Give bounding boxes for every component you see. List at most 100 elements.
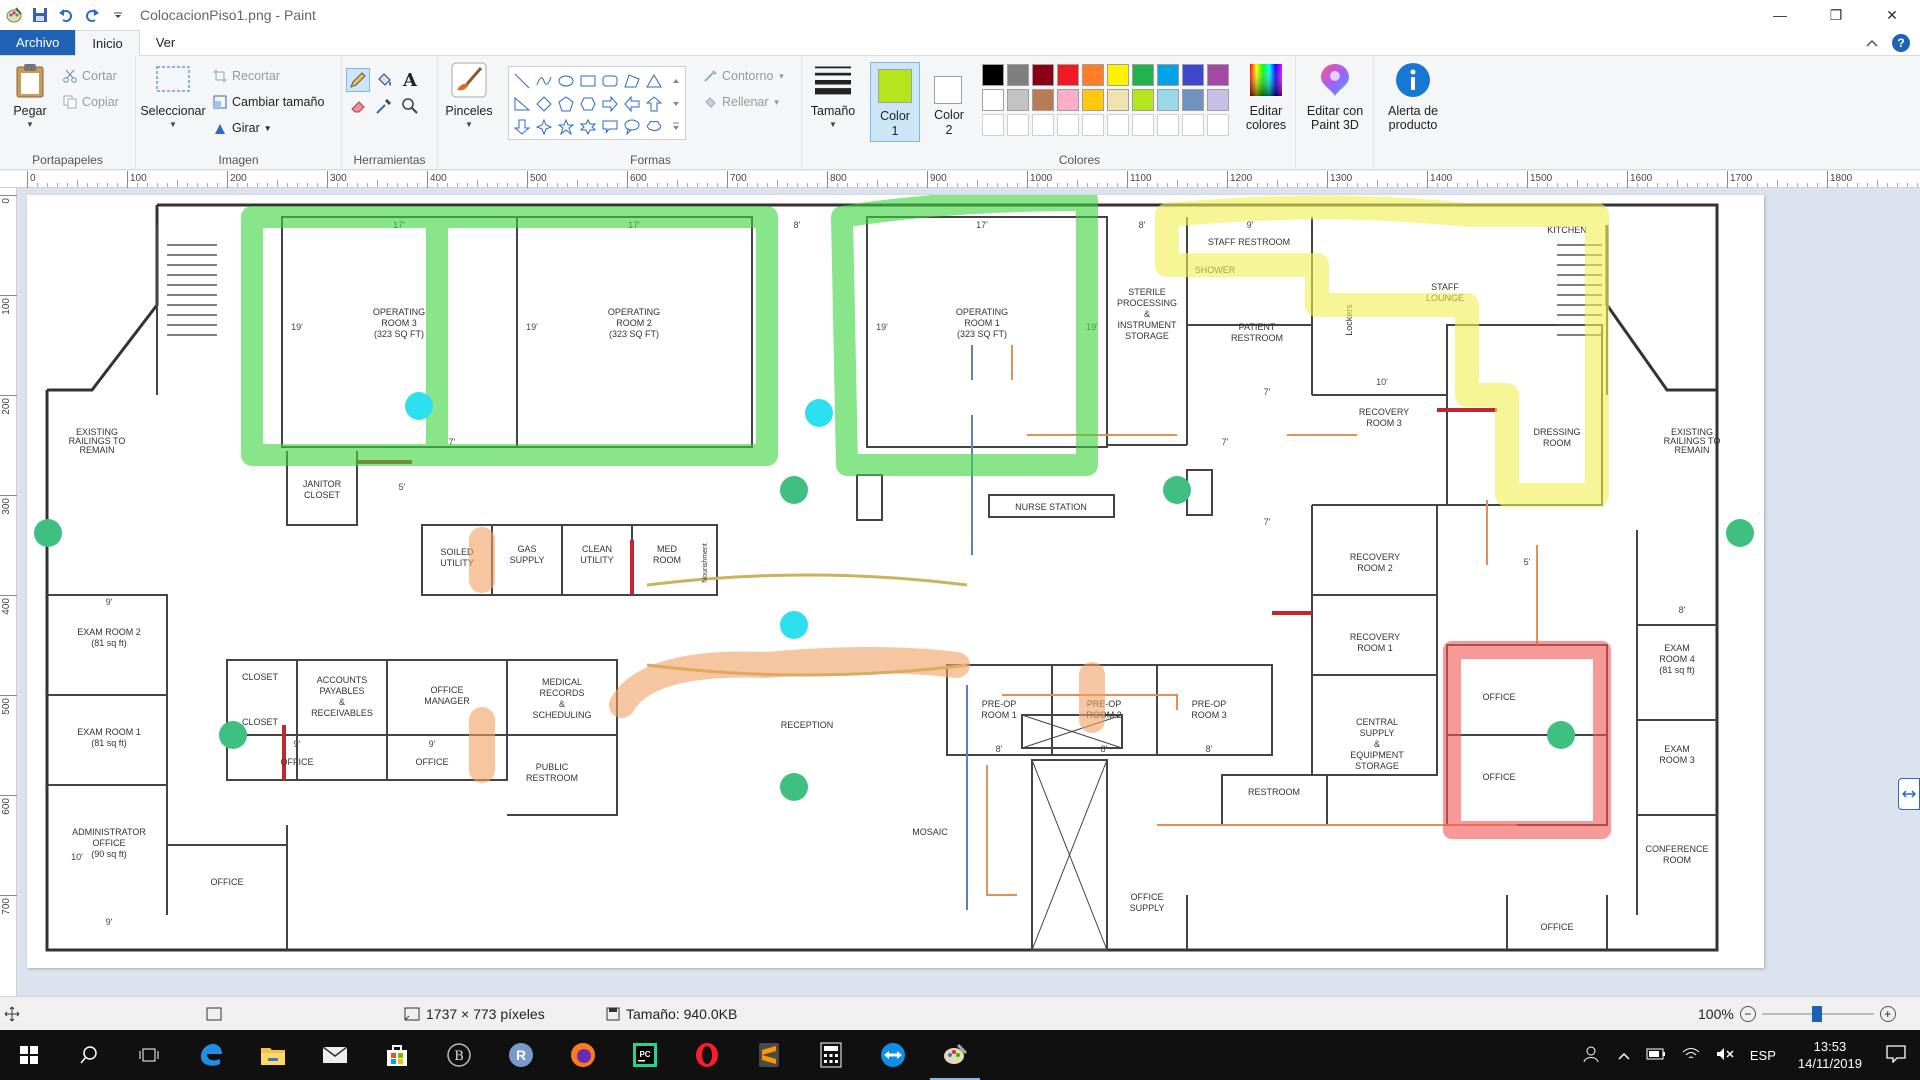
custom-color-slot[interactable] <box>1132 114 1154 136</box>
up-arrow-shape-icon[interactable] <box>643 92 665 115</box>
people-icon[interactable] <box>1572 1045 1610 1066</box>
custom-color-slot[interactable] <box>1107 114 1129 136</box>
zoom-slider[interactable] <box>1761 1005 1874 1022</box>
taskbar-file-explorer[interactable] <box>248 1030 298 1080</box>
curve-shape-icon[interactable] <box>533 69 555 92</box>
copy-button[interactable]: Copiar <box>62 92 119 112</box>
cut-button[interactable]: Cortar <box>62 66 117 86</box>
palette-swatch[interactable] <box>1107 64 1129 86</box>
paint-app-icon[interactable] <box>4 5 24 25</box>
custom-color-slot[interactable] <box>982 114 1004 136</box>
resize-button[interactable]: Cambiar tamaño <box>212 92 324 112</box>
rotate-button[interactable]: Girar ▼ <box>212 118 272 138</box>
volume-muted-icon[interactable] <box>1708 1047 1742 1064</box>
taskbar-firefox[interactable] <box>558 1030 608 1080</box>
right-triangle-shape-icon[interactable] <box>511 92 533 115</box>
taskbar-teamviewer[interactable] <box>868 1030 918 1080</box>
brushes-button[interactable]: Pinceles ▼ <box>442 62 496 132</box>
side-panel-handle[interactable] <box>1898 778 1920 810</box>
palette-swatch[interactable] <box>1057 89 1079 111</box>
color-picker-icon[interactable] <box>372 94 396 118</box>
color2-button[interactable]: Color 2 <box>924 62 974 142</box>
restore-button[interactable]: ❐ <box>1829 6 1843 23</box>
tab-ver[interactable]: Ver <box>155 35 176 50</box>
minimize-button[interactable]: — <box>1773 7 1787 23</box>
pencil-tool-icon[interactable] <box>346 68 370 92</box>
action-center-icon[interactable] <box>1876 1044 1920 1066</box>
custom-color-slot[interactable] <box>1182 114 1204 136</box>
custom-color-slot[interactable] <box>1207 114 1229 136</box>
taskbar-mail[interactable] <box>310 1030 360 1080</box>
rounded-rect-shape-icon[interactable] <box>599 69 621 92</box>
polygon-shape-icon[interactable] <box>621 69 643 92</box>
task-view-button[interactable] <box>124 1030 174 1080</box>
diamond-shape-icon[interactable] <box>533 92 555 115</box>
left-arrow-shape-icon[interactable] <box>621 92 643 115</box>
palette-swatch[interactable] <box>1132 89 1154 111</box>
tab-inicio[interactable]: Inicio <box>75 30 140 56</box>
palette-swatch[interactable] <box>982 89 1004 111</box>
taskbar-opera[interactable] <box>682 1030 732 1080</box>
palette-swatch[interactable] <box>1032 64 1054 86</box>
palette-swatch[interactable] <box>1007 89 1029 111</box>
palette-swatch[interactable] <box>1032 89 1054 111</box>
right-arrow-shape-icon[interactable] <box>599 92 621 115</box>
custom-color-slot[interactable] <box>1057 114 1079 136</box>
redo-icon[interactable] <box>82 5 102 25</box>
zoom-in-icon[interactable]: + <box>1879 1005 1896 1022</box>
hexagon-shape-icon[interactable] <box>577 92 599 115</box>
text-tool-icon[interactable]: A <box>403 69 417 91</box>
wifi-icon[interactable] <box>1674 1047 1708 1064</box>
start-button[interactable] <box>4 1030 54 1080</box>
triangle-shape-icon[interactable] <box>643 69 665 92</box>
taskbar-store[interactable] <box>372 1030 422 1080</box>
zoom-out-icon[interactable]: − <box>1739 1005 1756 1022</box>
palette-swatch[interactable] <box>1057 64 1079 86</box>
search-button[interactable] <box>64 1030 114 1080</box>
taskbar-calculator[interactable] <box>806 1030 856 1080</box>
pentagon-shape-icon[interactable] <box>555 92 577 115</box>
paste-button[interactable]: Pegar ▼ <box>6 62 54 132</box>
palette-swatch[interactable] <box>1132 64 1154 86</box>
select-button[interactable]: Seleccionar ▼ <box>140 62 206 132</box>
product-alert-button[interactable]: Alerta de producto <box>1378 62 1448 132</box>
show-hidden-icons[interactable] <box>1610 1048 1638 1063</box>
rectangle-shape-icon[interactable] <box>577 69 599 92</box>
four-point-star-icon[interactable] <box>533 115 555 138</box>
palette-swatch[interactable] <box>1082 64 1104 86</box>
palette-swatch[interactable] <box>1182 89 1204 111</box>
crop-button[interactable]: Recortar <box>212 66 280 86</box>
taskbar-pycharm[interactable]: PC <box>620 1030 670 1080</box>
palette-swatch[interactable] <box>1082 89 1104 111</box>
undo-icon[interactable] <box>56 5 76 25</box>
magnifier-icon[interactable] <box>398 94 422 118</box>
fill-bucket-icon[interactable] <box>372 68 396 92</box>
cloud-callout-icon[interactable] <box>643 115 665 138</box>
gallery-more-icon[interactable] <box>665 115 687 138</box>
edit-with-paint3d-button[interactable]: Editar con Paint 3D <box>1300 62 1370 132</box>
taskbar-app-b[interactable]: B <box>434 1030 484 1080</box>
input-language[interactable]: ESP <box>1749 1047 1776 1063</box>
palette-swatch[interactable] <box>1182 64 1204 86</box>
close-button[interactable]: ✕ <box>1886 6 1898 23</box>
line-shape-icon[interactable] <box>511 69 533 92</box>
custom-color-slot[interactable] <box>1032 114 1054 136</box>
palette-swatch[interactable] <box>1157 64 1179 86</box>
customize-qa-dropdown-icon[interactable] <box>108 5 128 25</box>
save-icon[interactable] <box>30 5 50 25</box>
taskbar-r[interactable]: R <box>496 1030 546 1080</box>
outline-button[interactable]: Contorno ▼ <box>702 66 785 86</box>
rect-callout-icon[interactable] <box>599 115 621 138</box>
scroll-up-icon[interactable] <box>665 69 687 92</box>
palette-swatch[interactable] <box>1207 64 1229 86</box>
fill-button[interactable]: Rellenar ▼ <box>702 92 780 112</box>
taskbar-paint[interactable] <box>930 1030 980 1080</box>
oval-callout-icon[interactable] <box>621 115 643 138</box>
clock[interactable]: 13:53 14/11/2019 <box>1784 1038 1876 1072</box>
palette-swatch[interactable] <box>1007 64 1029 86</box>
collapse-ribbon-icon[interactable] <box>1866 36 1878 50</box>
five-point-star-icon[interactable] <box>555 115 577 138</box>
oval-shape-icon[interactable] <box>555 69 577 92</box>
